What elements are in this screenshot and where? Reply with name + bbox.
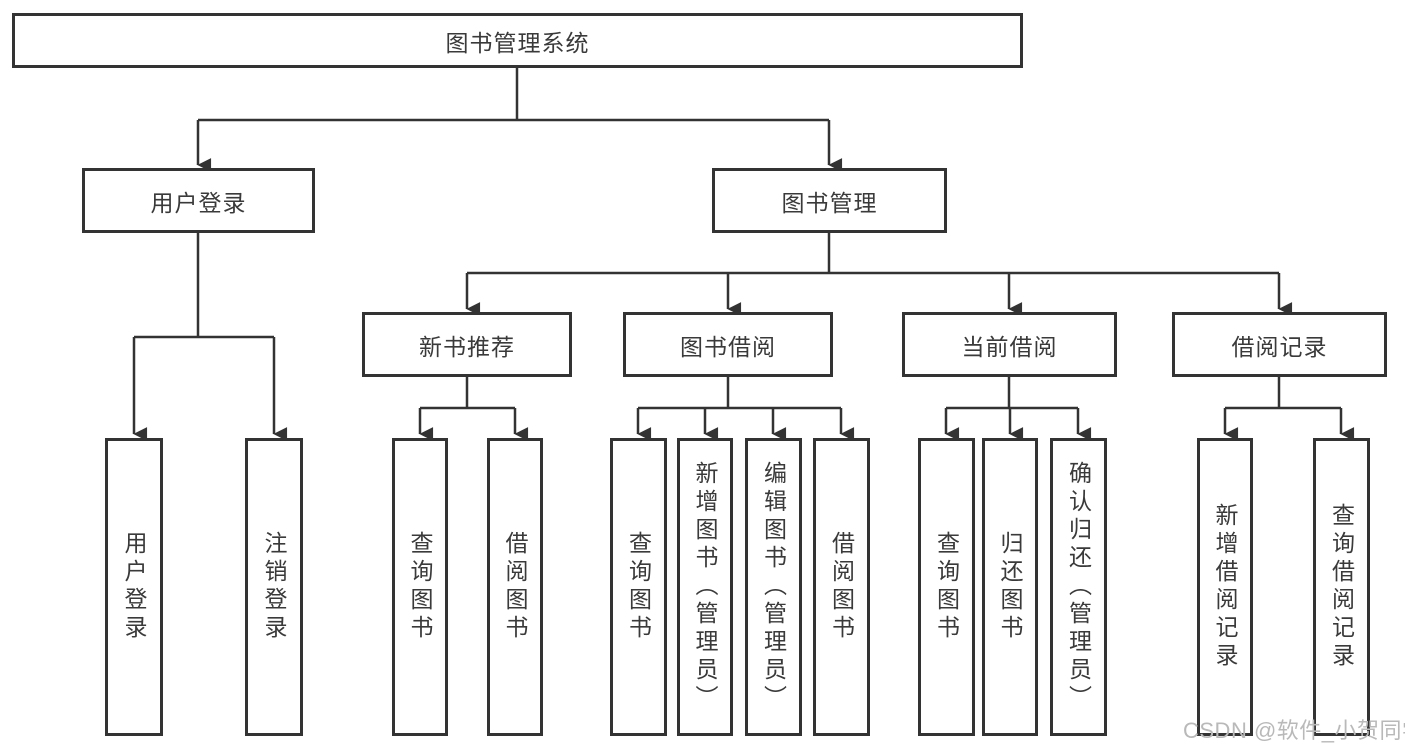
node-book-management: 图书管理 bbox=[712, 168, 947, 233]
leaf-add-books-admin: 新增图书（管理员） bbox=[677, 438, 733, 736]
node-borrowing-records: 借阅记录 bbox=[1172, 312, 1387, 377]
leaf-borrow-books-recommend-label: 借阅图书 bbox=[502, 531, 528, 643]
leaf-return-books: 归还图书 bbox=[982, 438, 1038, 736]
node-book-management-label: 图书管理 bbox=[781, 189, 878, 216]
leaf-borrow-books-recommend: 借阅图书 bbox=[487, 438, 543, 736]
leaf-confirm-return-admin: 确认归还（管理员） bbox=[1050, 438, 1107, 736]
leaf-query-borrow-record: 查询借阅记录 bbox=[1313, 438, 1370, 736]
leaf-borrow-books-borrowing-label: 借阅图书 bbox=[828, 531, 855, 643]
leaf-query-books-recommend: 查询图书 bbox=[392, 438, 448, 736]
leaf-user-login: 用户登录 bbox=[105, 438, 163, 736]
leaf-return-books-label: 归还图书 bbox=[997, 531, 1023, 643]
leaf-query-books-borrowing: 查询图书 bbox=[610, 438, 667, 736]
leaf-logout-label: 注销登录 bbox=[261, 531, 287, 643]
node-root: 图书管理系统 bbox=[12, 13, 1023, 68]
node-user-login: 用户登录 bbox=[82, 168, 315, 233]
leaf-edit-books-admin-label: 编辑图书（管理员） bbox=[760, 461, 787, 713]
node-book-borrowing: 图书借阅 bbox=[623, 312, 833, 377]
leaf-confirm-return-admin-label: 确认归还（管理员） bbox=[1065, 461, 1092, 713]
leaf-query-books-current-label: 查询图书 bbox=[933, 531, 960, 643]
leaf-edit-books-admin: 编辑图书（管理员） bbox=[745, 438, 802, 736]
leaf-user-login-label: 用户登录 bbox=[121, 531, 147, 643]
leaf-add-borrow-record: 新增借阅记录 bbox=[1197, 438, 1253, 736]
leaf-borrow-books-borrowing: 借阅图书 bbox=[813, 438, 870, 736]
node-user-login-label: 用户登录 bbox=[150, 189, 247, 216]
leaf-add-books-admin-label: 新增图书（管理员） bbox=[692, 461, 718, 713]
tree-edges bbox=[132, 68, 1355, 441]
node-new-book-recommendation: 新书推荐 bbox=[362, 312, 572, 377]
csdn-watermark: CSDN @软件_小贺同学 bbox=[1183, 718, 1405, 743]
leaf-query-books-recommend-label: 查询图书 bbox=[407, 531, 433, 643]
node-borrowing-records-label: 借阅记录 bbox=[1231, 333, 1328, 360]
node-current-borrowing: 当前借阅 bbox=[902, 312, 1117, 377]
leaf-add-borrow-record-label: 新增借阅记录 bbox=[1212, 503, 1238, 671]
node-current-borrowing-label: 当前借阅 bbox=[961, 333, 1058, 360]
node-root-label: 图书管理系统 bbox=[445, 29, 590, 56]
leaf-query-books-borrowing-label: 查询图书 bbox=[625, 531, 652, 643]
node-book-borrowing-label: 图书借阅 bbox=[680, 333, 776, 360]
node-new-book-recommendation-label: 新书推荐 bbox=[419, 333, 515, 360]
leaf-query-borrow-record-label: 查询借阅记录 bbox=[1328, 503, 1355, 671]
leaf-logout: 注销登录 bbox=[245, 438, 303, 736]
leaf-query-books-current: 查询图书 bbox=[918, 438, 975, 736]
